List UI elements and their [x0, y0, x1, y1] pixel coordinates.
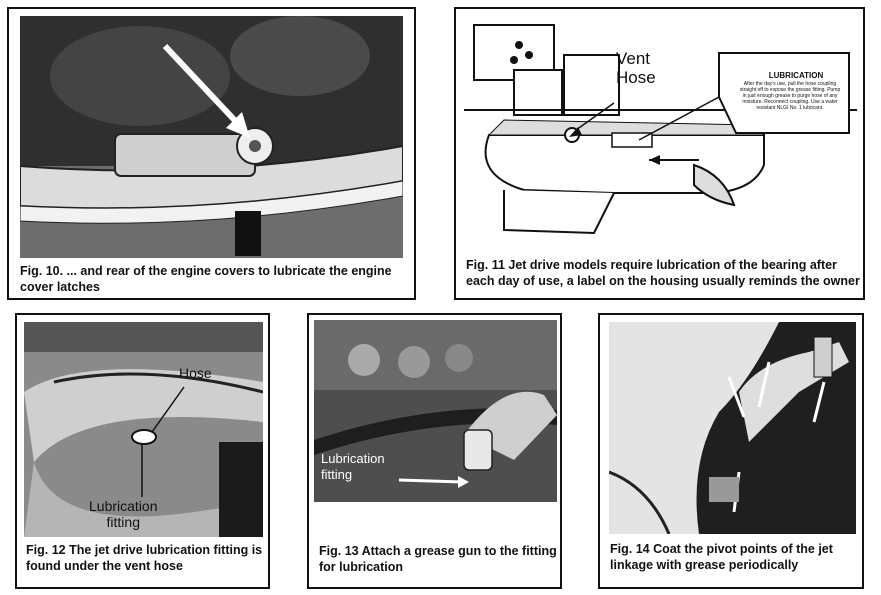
figure-caption: Fig. 14 Coat the pivot points of the jet…	[610, 542, 833, 572]
vent-hose-callout: Vent Hose	[616, 49, 656, 87]
figure-14: Fig. 14 Coat the pivot points of the jet…	[598, 313, 864, 589]
jet-drive-diagram	[464, 15, 857, 253]
figure-caption: Fig. 10. ... and rear of the engine cove…	[20, 264, 392, 294]
hose-callout: Hose	[179, 365, 212, 381]
figure-13: Lubrication fitting Fig. 13 Attach a gre…	[307, 313, 562, 589]
lubrication-fitting-callout: Lubrication fitting	[321, 451, 385, 482]
figure-caption: Fig. 12 The jet drive lubrication fittin…	[26, 543, 263, 573]
lubrication-label-text: After the day's use, pull the hose coupl…	[739, 81, 841, 111]
engine-cover-latch-photo	[20, 16, 403, 258]
figure-11: Vent Hose LUBRICATION After the day's us…	[454, 7, 865, 300]
grease-gun-photo	[314, 320, 557, 502]
figure-12: Hose Lubrication fitting Fig. 12 The jet…	[15, 313, 270, 589]
figure-caption: Fig. 13 Attach a grease gun to the fitti…	[319, 544, 557, 574]
lubrication-fitting-photo	[24, 322, 263, 537]
lubrication-fitting-callout: Lubrication fitting	[89, 498, 158, 530]
figure-caption: Fig. 11 Jet drive models require lubrica…	[466, 258, 860, 288]
lubrication-label-title: LUBRICATION	[768, 71, 824, 80]
jet-linkage-photo	[609, 322, 856, 534]
figure-10: Fig. 10. ... and rear of the engine cove…	[7, 7, 416, 300]
